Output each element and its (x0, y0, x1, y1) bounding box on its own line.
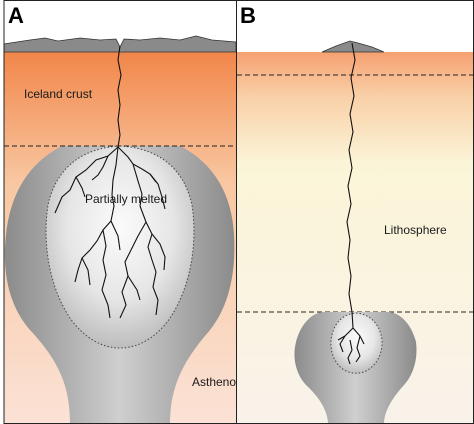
partially-melted-label: Partially melted (85, 192, 167, 206)
dike-network-b (337, 42, 365, 365)
panel-a-letter: A (8, 3, 24, 28)
panel-a: Iceland crust Partially melted Asthenosp… (3, 35, 273, 424)
iceland-crust-label: Iceland crust (24, 87, 93, 101)
panel-b-letter: B (240, 3, 256, 28)
iceland-surface-relief (3, 35, 237, 53)
lithosphere-label: Lithosphere (384, 223, 447, 237)
partial-melt-zone-b (330, 312, 383, 374)
dike-network-a (54, 45, 166, 319)
panel-b: Lithosphere (237, 40, 474, 424)
